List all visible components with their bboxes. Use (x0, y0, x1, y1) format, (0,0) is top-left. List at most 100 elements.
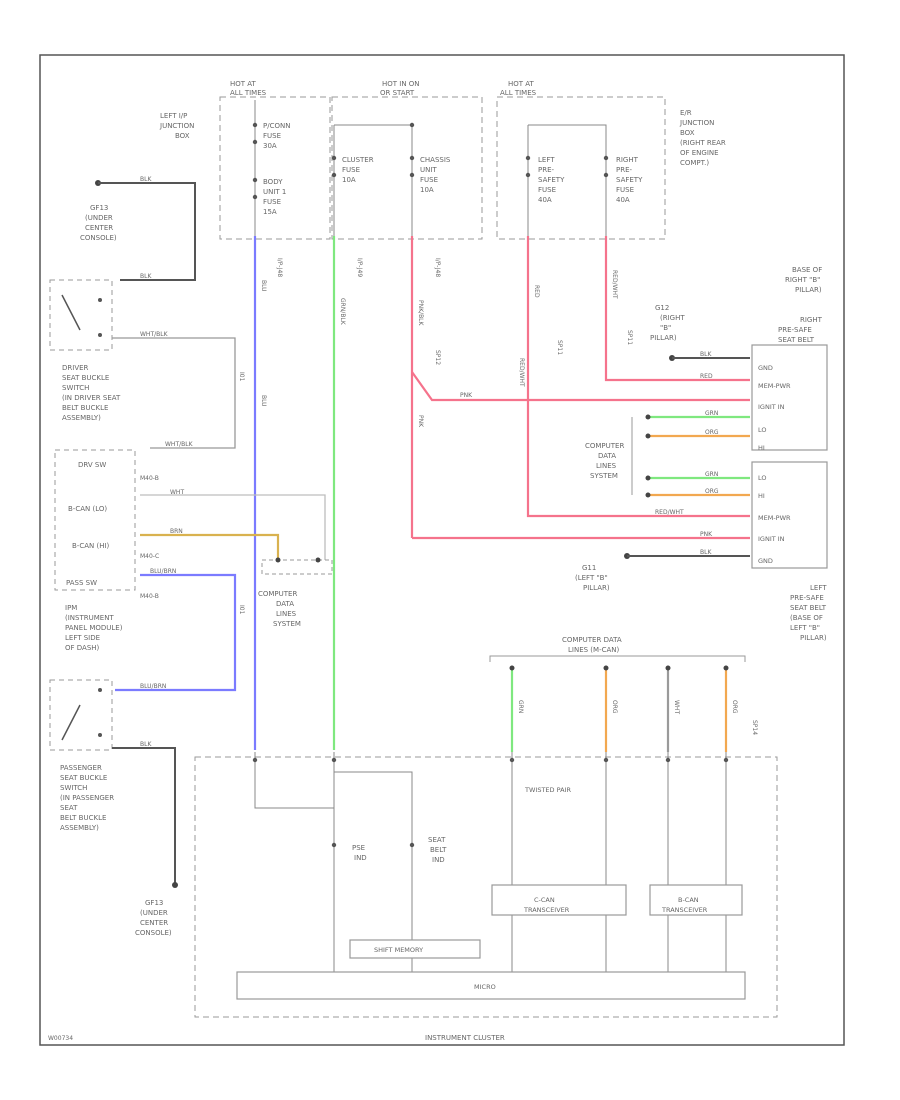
svg-text:RED/WHT: RED/WHT (655, 509, 684, 516)
pass-buckle-1: PASSENGER (60, 764, 102, 772)
svg-text:ORG: ORG (611, 700, 618, 714)
svg-text:WHT/BLK: WHT/BLK (140, 331, 169, 338)
can-system-left-2: DATA (276, 600, 294, 608)
driver-buckle-2: SEAT BUCKLE (62, 374, 109, 382)
rps-pin-mempwr: MEM-PWR (758, 382, 791, 390)
svg-text:SP14: SP14 (751, 720, 758, 735)
ipm-conn-3: M40-B (140, 593, 159, 600)
svg-text:ORG: ORG (705, 429, 719, 436)
svg-text:BLK: BLK (140, 273, 152, 280)
left-ground-top: BLK BLK GF13 (UNDER CENTER CONSOLE) (80, 176, 196, 281)
base-left-5: LEFT "B" (790, 624, 820, 632)
micro-box: MICRO (236, 971, 746, 1000)
svg-text:ORG: ORG (705, 488, 719, 495)
ipm-conn-2: M40-C (140, 553, 159, 560)
rps-pin-lo: LO (758, 426, 767, 434)
pass-buckle-5: SEAT (60, 804, 78, 812)
label-sp11-a: SP11 (556, 340, 563, 355)
fuse-right-f2-4: FUSE (616, 186, 634, 194)
belt-ind-3: IND (432, 856, 445, 864)
base-right-2: RIGHT "B" (785, 276, 820, 284)
right-ground: BLK RED G12 (RIGHT "B" PILLAR) (650, 304, 750, 380)
fuse-left-f2-4: 15A (263, 208, 277, 216)
driver-buckle-switch: WHT/BLK WHT/BLK I01 DRIVER SEAT BUCKLE S… (49, 279, 245, 449)
cluster-can-labels: GRN ORG WHT ORG SP14 (517, 700, 758, 735)
fuse-center-f1-1: CLUSTER (342, 156, 374, 164)
vertical-wire-labels: I/P-J48 I/P-J49 I/P-J48 BLU BLU GRN/BLK … (260, 258, 633, 428)
fuse-right-location-5: OF ENGINE (680, 149, 719, 157)
fuse-left-f1-1: P/CONN (263, 122, 290, 130)
base-left-1: LEFT (810, 584, 827, 592)
left-ground: BLK G11 (LEFT "B" PILLAR) (575, 549, 750, 592)
ground-right-3: "B" (660, 324, 671, 332)
label-ipj49: I/P-J49 (356, 258, 363, 277)
ground-top-1: GF13 (90, 204, 108, 212)
right-can-labels: GRN ORG GRN ORG RED/WHT PNK COMPUTER DAT… (585, 410, 719, 538)
pink-wires (410, 236, 750, 540)
label-ipj48-2: I/P-J48 (434, 258, 441, 277)
label-sp12: SP12 (434, 350, 441, 365)
rps-pin-gnd: GND (758, 364, 773, 372)
belt-ind-2: BELT (430, 846, 447, 854)
fuse-right-power-2: ALL TIMES (500, 89, 537, 97)
svg-text:WHT: WHT (170, 489, 184, 496)
base-right-1: BASE OF (792, 266, 822, 274)
fuse-right-f2-1: RIGHT (616, 156, 639, 164)
lps-pin-mempwr: MEM-PWR (758, 514, 791, 522)
ground-left-1: G11 (582, 564, 596, 572)
label-sp11-b: SP11 (626, 330, 633, 345)
driver-buckle-6: ASSEMBLY) (62, 414, 101, 422)
fuse-right-location-2: JUNCTION (679, 119, 714, 127)
svg-text:GRN: GRN (705, 410, 718, 417)
svg-text:C-CAN: C-CAN (534, 896, 555, 904)
fuse-center-f1-3: 10A (342, 176, 356, 184)
lps-pin-ignit: IGNIT IN (758, 535, 785, 543)
ground-right-4: PILLAR) (650, 334, 677, 342)
fuse-left-f2-1: BODY (263, 178, 283, 186)
svg-text:WHT: WHT (673, 700, 680, 714)
ipm-module: DRV SW B-CAN (LO) B-CAN (HI) PASS SW M40… (54, 449, 159, 652)
svg-text:RED: RED (700, 373, 713, 380)
ground-top-2: (UNDER (85, 214, 113, 222)
cluster-title: INSTRUMENT CLUSTER (425, 1034, 505, 1042)
fuse-left-f1-2: FUSE (263, 132, 281, 140)
fuse-right-f1-1: LEFT (538, 156, 555, 164)
svg-text:BLK: BLK (140, 741, 152, 748)
pass-buckle-3: SWITCH (60, 784, 87, 792)
svg-text:WHT/BLK: WHT/BLK (165, 441, 194, 448)
pse-ind-1: PSE (352, 844, 365, 852)
fuse-left-location-1: LEFT I/P (160, 112, 187, 120)
fuse-center-power-1: HOT IN ON (382, 80, 420, 88)
svg-text:LINES (M-CAN): LINES (M-CAN) (568, 646, 620, 654)
fuse-right-f2-3: SAFETY (616, 176, 643, 184)
ipm-pin-pass-sw: PASS SW (66, 579, 97, 587)
svg-text:BLK: BLK (700, 549, 712, 556)
cluster-can-header: COMPUTER DATA LINES (M-CAN) (489, 636, 746, 662)
right-can-sys-1: COMPUTER (585, 442, 624, 450)
svg-text:BLK: BLK (140, 176, 152, 183)
right-can-sys-2: DATA (598, 452, 616, 460)
fuse-right-location-4: (RIGHT REAR (680, 139, 726, 147)
label-pnk-h: PNK (460, 392, 473, 399)
can-system-left-1: COMPUTER (258, 590, 297, 598)
right-presafe-module: GND MEM-PWR IGNIT IN LO HI BASE OF RIGHT… (751, 266, 828, 452)
ground-top-3: CENTER (85, 224, 113, 232)
fuse-center-f2-4: 10A (420, 186, 434, 194)
fuse-block-center: HOT IN ON OR START CLUSTER FUSE 10A CHAS… (331, 80, 483, 240)
outer-frame (39, 54, 845, 1046)
label-red-1: RED (533, 285, 540, 298)
ipm-label-3: PANEL MODULE) (65, 624, 123, 632)
rps-pin-hi: HI (758, 444, 765, 452)
fuse-left-power-1: HOT AT (230, 80, 257, 88)
svg-text:GRN: GRN (517, 700, 524, 713)
fuse-left-f2-3: FUSE (263, 198, 281, 206)
ground-right-1: G12 (655, 304, 669, 312)
svg-text:BRN: BRN (170, 528, 183, 535)
ipm-label-5: OF DASH) (65, 644, 100, 652)
base-right-5: PRE-SAFE (778, 326, 812, 334)
right-can-sys-4: SYSTEM (590, 472, 618, 480)
ground-bottom-1: GF13 (145, 899, 163, 907)
fuse-right-location-3: BOX (680, 129, 695, 137)
svg-text:BLU/BRN: BLU/BRN (150, 568, 176, 575)
